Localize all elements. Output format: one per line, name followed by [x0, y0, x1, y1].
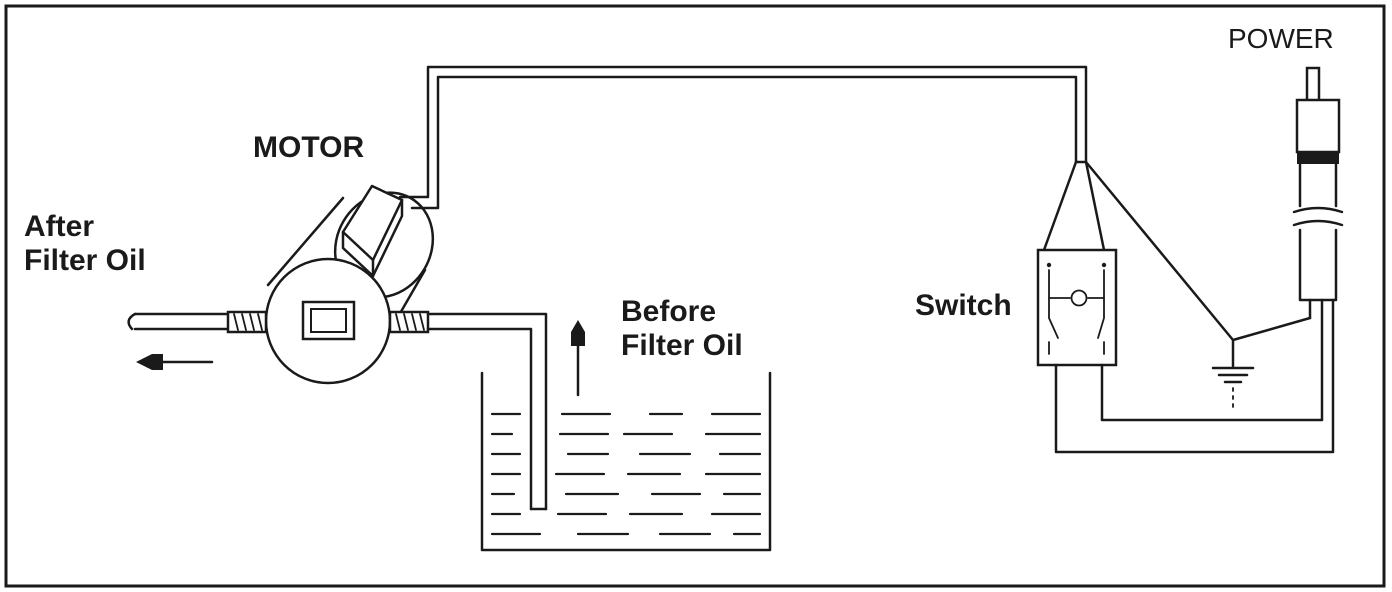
outflow-arrow-icon — [136, 354, 214, 370]
after-filter-label-line2: Filter Oil — [24, 244, 146, 277]
before-filter-label-line2: Filter Oil — [621, 329, 743, 362]
after-filter-label-line1: After — [24, 210, 94, 243]
motor — [264, 184, 435, 385]
power-label: POWER — [1228, 23, 1334, 54]
power-plug — [1292, 66, 1344, 320]
motor-cable — [398, 65, 1088, 210]
switch — [1036, 160, 1335, 454]
switch-box — [1036, 248, 1118, 367]
motor-terminal-box — [341, 184, 404, 278]
switch-label: Switch — [915, 289, 1012, 322]
inflow-arrow-icon — [571, 320, 585, 397]
diagram-border — [4, 4, 1386, 588]
oil-tank — [480, 371, 772, 552]
before-filter-label-line1: Before — [621, 295, 716, 328]
ground-icon — [1084, 160, 1312, 408]
inlet-pipe — [388, 310, 548, 511]
motor-label: MOTOR — [253, 131, 364, 164]
oil-level-lines — [490, 412, 762, 536]
outlet-pipe — [127, 310, 268, 334]
